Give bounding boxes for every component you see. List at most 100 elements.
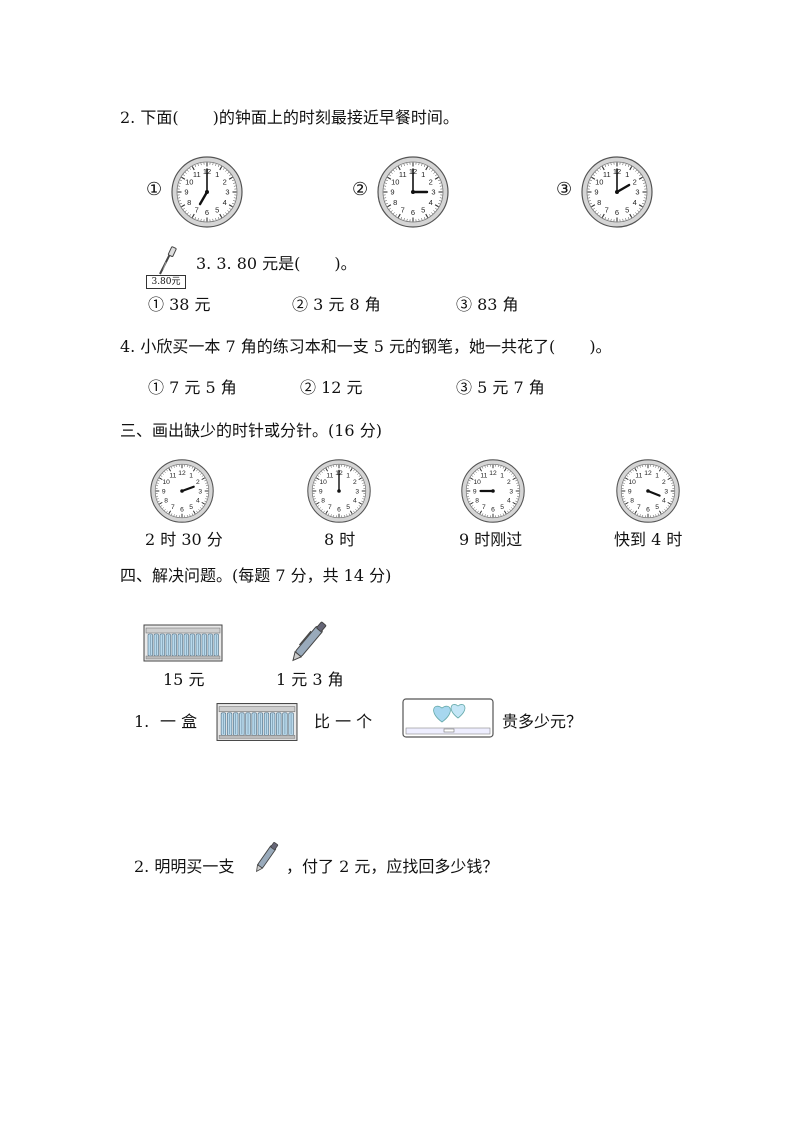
clock-numeral: 6 [646, 507, 650, 514]
p2-suffix: ，付了 2 元，应找回多少钱？ [286, 857, 499, 876]
q3-option-2[interactable]: ② 3 元 8 角 [292, 295, 381, 314]
clock-numeral: 1 [215, 170, 219, 179]
pen-box-inline [216, 703, 298, 741]
clock-numeral: 2 [662, 479, 666, 486]
q4-option-3[interactable]: ③ 5 元 7 角 [456, 378, 545, 397]
clock-numeral: 7 [637, 504, 641, 511]
clock-numeral: 4 [633, 198, 637, 207]
clock-numeral: 9 [162, 488, 166, 495]
hour-hand [646, 489, 661, 497]
q3-prefix: 3. 3. 80 元是( [196, 254, 301, 273]
q3-text: 3. 3. 80 元是()。 [196, 254, 357, 274]
clock-numeral: 1 [346, 472, 350, 479]
p1-word-3: 贵多少元？ [502, 712, 583, 731]
clock-numeral: 6 [337, 507, 341, 514]
clock-numeral: 9 [390, 188, 394, 197]
clock-numeral: 3 [355, 488, 359, 495]
clock-numeral: 8 [597, 198, 601, 207]
s3-caption-1: 2 时 30 分 [145, 530, 223, 549]
clock-numeral: 10 [391, 177, 399, 186]
q2-option-2-marker[interactable]: ② [352, 179, 369, 200]
clock-numeral: 7 [401, 205, 405, 214]
clock-numeral: 4 [429, 198, 433, 207]
q2-option-1-marker[interactable]: ① [146, 179, 163, 200]
p2-prefix: 2. 明明买一支 [134, 857, 235, 876]
q3-option-1[interactable]: ① 38 元 [148, 295, 211, 314]
clock-numeral: 3 [509, 488, 513, 495]
section4-heading: 四、解决问题。(每题 7 分，共 14 分) [120, 566, 392, 585]
s3-caption-4: 快到 4 时 [614, 530, 683, 549]
clock-numeral: 7 [171, 504, 175, 511]
clock-numeral: 1 [189, 472, 193, 479]
clock-numeral: 10 [595, 177, 603, 186]
clock-numeral: 8 [475, 497, 479, 504]
clock-numeral: 8 [393, 198, 397, 207]
clock-numeral: 11 [480, 472, 487, 479]
clock-numeral: 10 [319, 479, 327, 486]
clock-numeral: 9 [184, 188, 188, 197]
hour-hand [615, 183, 631, 194]
clock-numeral: 8 [164, 497, 168, 504]
q4-option-2[interactable]: ② 12 元 [300, 378, 363, 397]
clock-numeral: 4 [507, 497, 511, 504]
clock-numeral: 11 [326, 472, 333, 479]
q4-suffix: )。 [589, 337, 612, 356]
clock-numeral: 2 [507, 479, 511, 486]
pen-box-illustration [143, 624, 223, 662]
pen-price: 1 元 3 角 [276, 670, 344, 689]
clock-numeral: 4 [196, 497, 200, 504]
clock-numeral: 5 [215, 205, 219, 214]
toothbrush-icon [159, 246, 177, 275]
clock-numeral: 3 [431, 188, 435, 197]
clock-numeral: 5 [421, 205, 425, 214]
clock-numeral: 11 [169, 472, 176, 479]
q3-option-3[interactable]: ③ 83 角 [456, 295, 519, 314]
clock-numeral: 9 [628, 488, 632, 495]
clock-numeral: 3 [198, 488, 202, 495]
clock-numeral: 4 [662, 497, 666, 504]
p1-number: 1. [134, 712, 150, 731]
section3-heading: 三、画出缺少的时针或分针。(16 分) [120, 421, 382, 440]
clock-numeral: 1 [421, 170, 425, 179]
q4-option-1[interactable]: ① 7 元 5 角 [148, 378, 237, 397]
clock-numeral: 8 [630, 497, 634, 504]
q2-option-3-marker[interactable]: ③ [556, 179, 573, 200]
hour-hand [198, 190, 209, 206]
q2-suffix: )的钟面上的时刻最接近早餐时间。 [212, 108, 459, 127]
clock-numeral: 4 [353, 497, 357, 504]
pen-illustration [292, 621, 327, 662]
clock-numeral: 2 [633, 177, 637, 186]
clock-numeral: 8 [187, 198, 191, 207]
hour-hand [180, 485, 195, 493]
clock-numeral: 5 [655, 504, 659, 511]
clock-numeral: 5 [625, 205, 629, 214]
q2-prefix: 2. 下面( [120, 108, 179, 127]
clock-numeral: 10 [185, 177, 193, 186]
clock-numeral: 6 [205, 208, 209, 217]
clock-numeral: 7 [605, 205, 609, 214]
clock-numeral: 12 [178, 470, 186, 477]
clock-numeral: 6 [411, 208, 415, 217]
p1-word-2: 比 一 个 [314, 712, 373, 731]
clock-numeral: 5 [500, 504, 504, 511]
clock-numeral: 2 [196, 479, 200, 486]
clock-numeral: 5 [189, 504, 193, 511]
clock-numeral: 8 [321, 497, 325, 504]
clock-numeral: 3 [225, 188, 229, 197]
clock-numeral: 9 [319, 488, 323, 495]
clock-numeral: 6 [491, 507, 495, 514]
s3-caption-3: 9 时刚过 [459, 530, 523, 549]
clock-numeral: 7 [195, 205, 199, 214]
clock-numeral: 11 [399, 170, 407, 179]
clock-numeral: 10 [162, 479, 170, 486]
clock-numeral: 2 [429, 177, 433, 186]
clock-numeral: 2 [223, 177, 227, 186]
q2-text: 2. 下面( )的钟面上的时刻最接近早餐时间。 [120, 108, 459, 128]
clock-numeral: 3 [635, 188, 639, 197]
